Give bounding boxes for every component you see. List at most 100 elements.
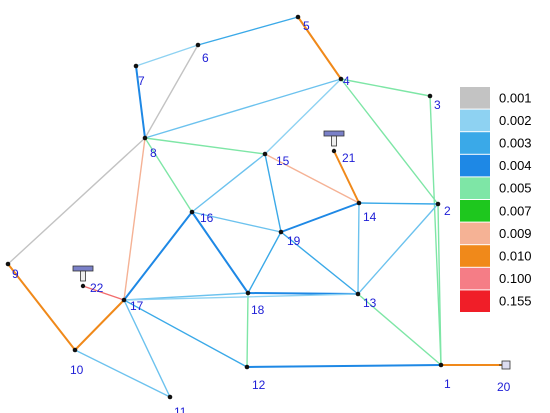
- legend-swatch-3: [460, 154, 490, 177]
- pipe-8-17: [123, 137, 146, 301]
- legend-swatch-5: [460, 200, 490, 222]
- junction-node-16: [189, 209, 195, 215]
- junction-node-12: [244, 364, 250, 370]
- legend-label-2: 0.003: [499, 136, 532, 151]
- legend: 0.001 0.002 0.003 0.004 0.005 0.007 0.009 0.010…: [460, 87, 532, 312]
- pipe-16-17: [123, 211, 193, 301]
- legend-swatch-6: [460, 222, 490, 245]
- pipe-17-13: [123, 293, 359, 301]
- pipe-19-13: [280, 231, 359, 295]
- junction-node-10: [72, 347, 78, 353]
- legend-label-8: 0.100: [499, 271, 532, 286]
- node-label-17: 17: [130, 299, 144, 313]
- node-label-7: 7: [138, 74, 145, 88]
- node-label-21: 21: [342, 151, 356, 165]
- junction-node-13: [355, 291, 361, 297]
- junction-node-19: [278, 229, 284, 235]
- node-label-6: 6: [202, 51, 209, 65]
- legend-label-0: 0.001: [499, 90, 532, 105]
- legend-label-9: 0.155: [499, 294, 532, 309]
- junction-node-8: [142, 135, 148, 141]
- legend-swatch-7: [460, 245, 490, 267]
- node-label-3: 3: [434, 98, 441, 112]
- junction-node-14: [356, 200, 362, 206]
- node-label-11: 11: [174, 405, 187, 413]
- node-label-20: 20: [497, 380, 511, 394]
- pipe-15-16: [191, 153, 266, 213]
- node-label-4: 4: [343, 74, 350, 88]
- pipe-18-12: [246, 292, 249, 368]
- pipe-6-7: [135, 44, 199, 67]
- legend-label-3: 0.004: [499, 158, 532, 173]
- node-label-22: 22: [90, 281, 104, 295]
- junction-node-11: [167, 394, 173, 400]
- pipe-3-1: [429, 95, 442, 366]
- junction-node-18: [245, 290, 251, 296]
- pipe-6-8: [144, 44, 199, 139]
- pipe-4-2: [340, 78, 439, 205]
- legend-label-4: 0.005: [499, 181, 532, 196]
- junction-node-7: [133, 63, 139, 69]
- pipe-13-1: [357, 293, 442, 366]
- pipe-19-18: [247, 231, 282, 294]
- pipe-17-12: [123, 299, 248, 368]
- junction-node-6: [195, 42, 201, 48]
- legend-swatch-9: [460, 290, 490, 312]
- node-label-10: 10: [70, 363, 84, 377]
- legend-label-6: 0.009: [499, 226, 532, 241]
- legend-label-1: 0.002: [499, 113, 532, 128]
- pipe-8-16: [144, 137, 193, 213]
- junction-node-1: [438, 362, 444, 368]
- node-label-9: 9: [12, 267, 19, 281]
- pipe-5-4: [297, 16, 342, 80]
- pipe-15-14: [264, 153, 360, 204]
- pipe-21-14: [333, 150, 360, 204]
- node-label-12: 12: [252, 378, 266, 392]
- pipe-12-1: [246, 364, 442, 368]
- node-label-14: 14: [363, 210, 377, 224]
- pipe-10-11: [74, 349, 171, 398]
- pipe-16-19: [191, 211, 282, 233]
- pipe-layer: [7, 16, 506, 398]
- pipe-7-8: [135, 65, 146, 139]
- pipe-17-10: [74, 299, 125, 351]
- pipe-4-3: [340, 78, 431, 97]
- legend-label-7: 0.010: [499, 249, 532, 264]
- legend-swatch-1: [460, 109, 490, 132]
- pipe-4-8: [144, 78, 342, 139]
- junction-node-17: [121, 297, 127, 303]
- pipe-9-10: [7, 263, 76, 351]
- legend-swatch-4: [460, 177, 490, 199]
- pipe-17-11: [123, 299, 171, 398]
- pipe-5-6: [197, 16, 299, 46]
- legend-swatch-2: [460, 132, 490, 154]
- junction-node-9: [5, 261, 11, 267]
- pipe-22-17: [82, 285, 125, 301]
- pipe-14-19: [280, 202, 360, 233]
- node-label-16: 16: [200, 211, 214, 225]
- pipe-2-1: [437, 203, 442, 366]
- pipe-8-15: [144, 137, 266, 155]
- legend-label-5: 0.007: [499, 203, 532, 218]
- node-label-8: 8: [150, 146, 157, 160]
- pipe-8-9: [7, 137, 146, 265]
- reservoir-icon-20: [499, 360, 511, 370]
- pipe-2-13: [357, 203, 439, 295]
- node-label-19: 19: [287, 234, 301, 248]
- node-label-5: 5: [303, 19, 310, 33]
- junction-node-4: [338, 76, 344, 82]
- node-label-2: 2: [444, 204, 451, 218]
- junction-node-15: [262, 151, 268, 157]
- pipe-16-18: [191, 211, 249, 294]
- reservoir-icon-22: [72, 265, 94, 289]
- reservoir-icon-21: [323, 130, 345, 154]
- junction-node-5: [295, 14, 301, 20]
- node-label-13: 13: [363, 296, 377, 310]
- junction-node-3: [427, 93, 433, 99]
- pipe-4-15: [264, 78, 342, 155]
- pipe-14-2: [358, 202, 439, 205]
- reservoir-layer: [72, 130, 511, 370]
- node-label-18: 18: [251, 303, 265, 317]
- legend-swatch-8: [460, 267, 490, 290]
